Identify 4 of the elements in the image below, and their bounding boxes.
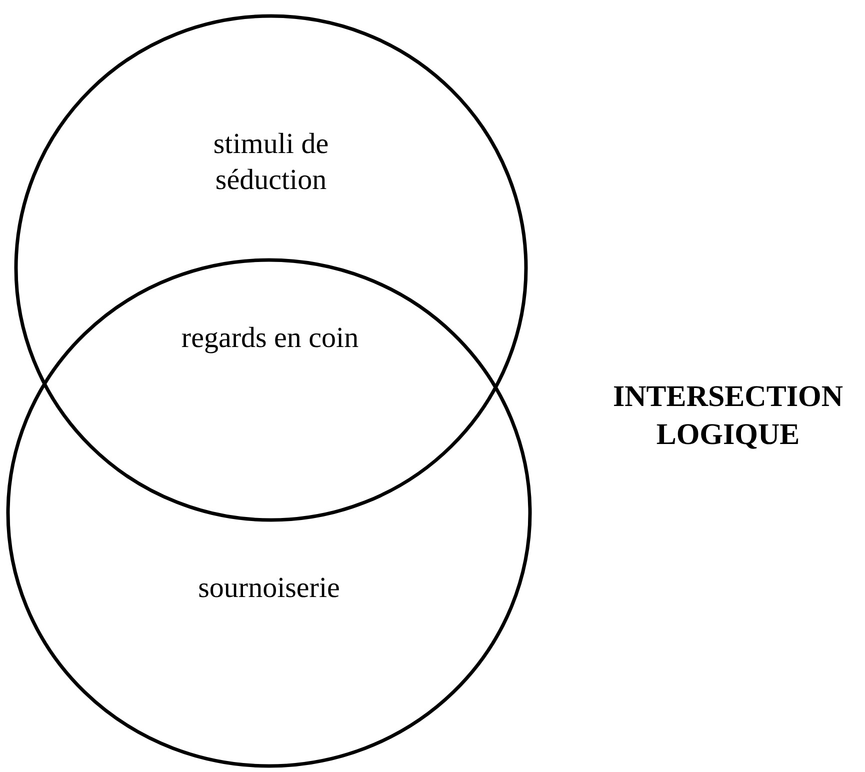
side-heading: INTERSECTION LOGIQUE (612, 379, 844, 453)
circle-label: stimuli de séduction (212, 127, 330, 198)
intersection-label: regards en coin (181, 321, 359, 356)
circle-label: sournoiserie (197, 571, 341, 606)
